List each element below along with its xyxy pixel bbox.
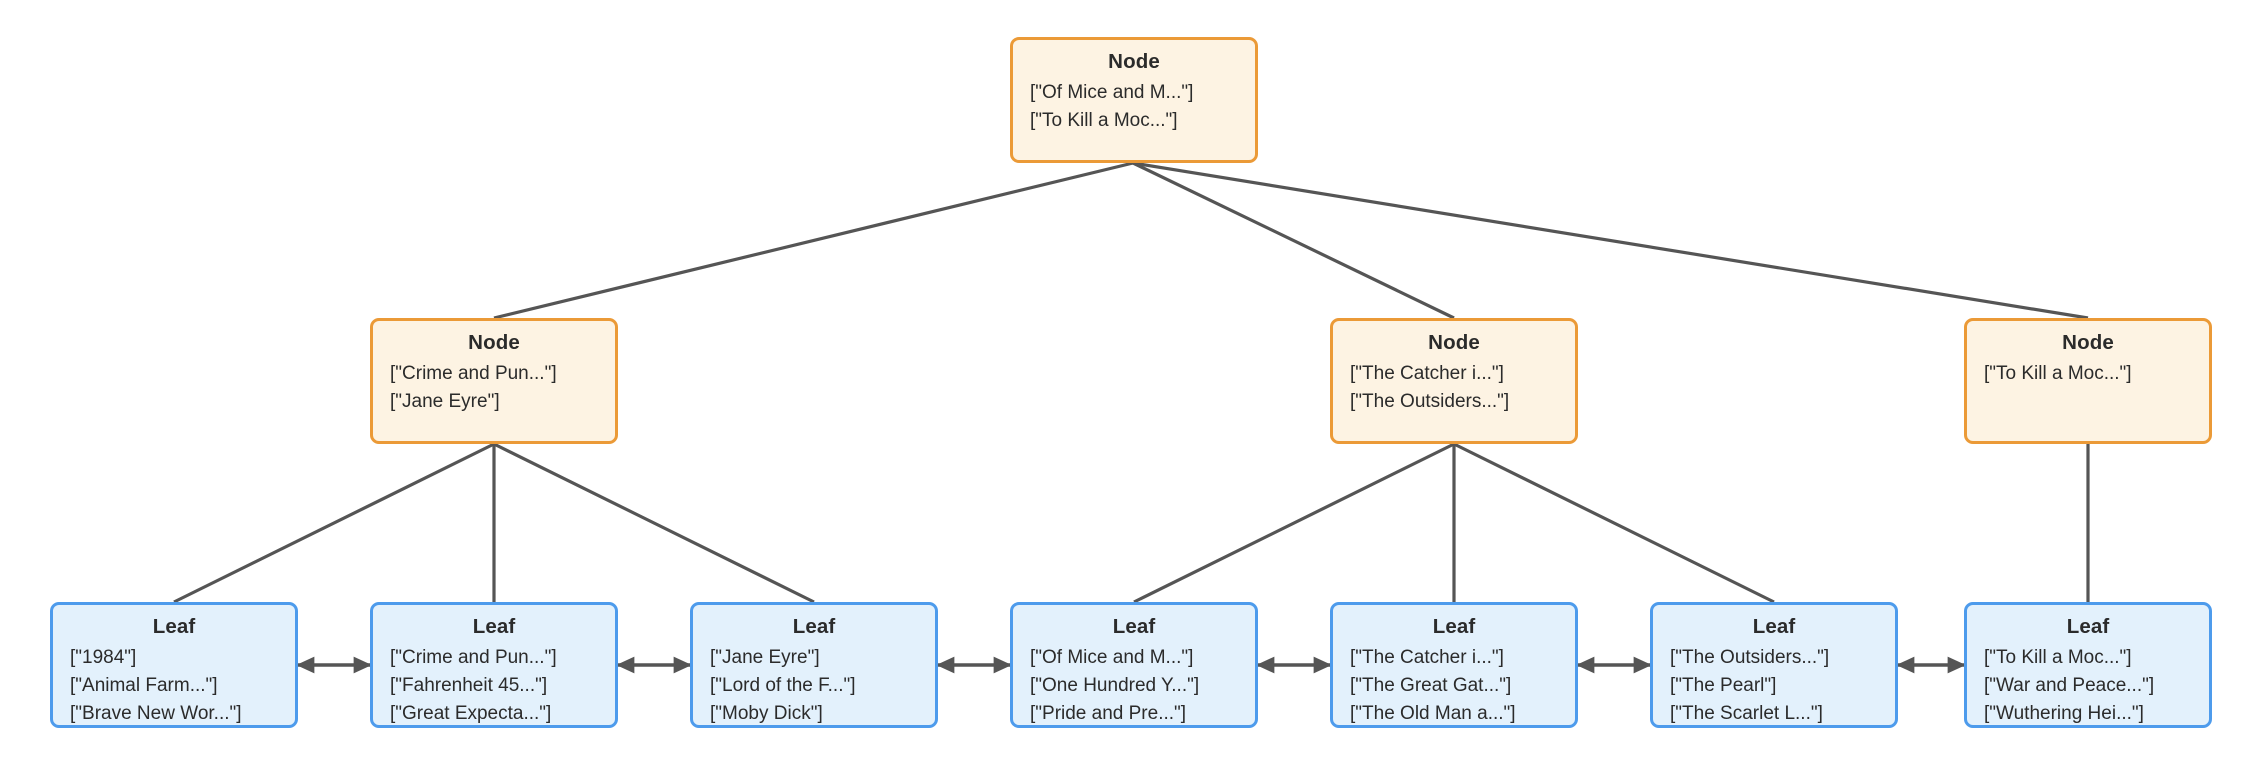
- internal-node-0[interactable]: Node ["Crime and Pun..."] ["Jane Eyre"]: [370, 318, 618, 444]
- leaf-node-5-key: ["The Scarlet L..."]: [1670, 703, 1823, 725]
- leaf-node-3-key: ["One Hundred Y..."]: [1030, 675, 1200, 697]
- leaf-node-0-key: ["Animal Farm..."]: [70, 675, 218, 697]
- leaf-node-4-key: ["The Old Man a..."]: [1350, 703, 1516, 725]
- leaf-node-3[interactable]: Leaf ["Of Mice and M..."] ["One Hundred Y.…: [1010, 602, 1258, 728]
- leaf-node-4-key: ["The Catcher i..."]: [1350, 647, 1504, 669]
- root-node-title: Node: [1108, 50, 1160, 73]
- root-node-key: ["To Kill a Moc..."]: [1030, 110, 1178, 132]
- internal-node-2[interactable]: Node ["To Kill a Moc..."]: [1964, 318, 2212, 444]
- internal-node-2-title: Node: [2062, 331, 2114, 354]
- leaf-node-0[interactable]: Leaf ["1984"] ["Animal Farm..."] ["Brave Ne…: [50, 602, 298, 728]
- root-node-key: ["Of Mice and M..."]: [1030, 82, 1194, 104]
- leaf-node-5-title: Leaf: [1752, 615, 1796, 638]
- internal-node-1-key: ["The Outsiders..."]: [1350, 391, 1510, 413]
- leaf-node-1-key: ["Fahrenheit 45..."]: [390, 675, 548, 697]
- leaf-node-0-title: Leaf: [152, 615, 196, 638]
- leaf-node-1-key: ["Great Expecta..."]: [390, 703, 552, 725]
- internal-node-1-keys: ["The Catcher i..."] ["The Outsiders..."]: [1333, 360, 1575, 416]
- leaf-node-5-key: ["The Outsiders..."]: [1670, 647, 1830, 669]
- internal-node-1-title: Node: [1428, 331, 1480, 354]
- internal-node-2-key: ["To Kill a Moc..."]: [1984, 363, 2132, 385]
- leaf-node-5[interactable]: Leaf["The Outsiders..."]["The Pearl"]["T…: [1650, 602, 1898, 728]
- leaf-node-5-keys: ["The Outsiders..."] ["The Pearl"] ["The S…: [1653, 644, 1895, 728]
- leaf-node-4-keys: ["The Catcher i..."] ["The Great Gat..."]…: [1333, 644, 1575, 728]
- leaf-node-3-keys: ["Of Mice and M..."] ["One Hundred Y..."]…: [1013, 644, 1255, 728]
- leaf-node-6-title: Leaf: [2066, 615, 2110, 638]
- leaf-node-2-key: ["Moby Dick"]: [710, 703, 823, 725]
- tree-edge-root-to-internal-2: [1132, 161, 2089, 320]
- internal-node-0-keys: ["Crime and Pun..."] ["Jane Eyre"]: [373, 360, 615, 416]
- leaf-node-3-key: ["Of Mice and M..."]: [1030, 647, 1194, 669]
- leaf-node-1-key: ["Crime and Pun..."]: [390, 647, 557, 669]
- leaf-node-6-keys: ["To Kill a Moc..."] ["War and Peace..."]…: [1967, 644, 2209, 728]
- leaf-node-4-key: ["The Great Gat..."]: [1350, 675, 1512, 697]
- tree-edge-root-to-internal-1: [1132, 161, 1455, 320]
- leaf-node-6-key: ["To Kill a Moc..."]: [1984, 647, 2132, 669]
- leaf-node-5-key: ["The Pearl"]: [1670, 675, 1777, 697]
- leaf-node-4[interactable]: Leaf ["The Catcher i..."] ["The Great Gat.…: [1330, 602, 1578, 728]
- leaf-node-1[interactable]: Leaf ["Crime and Pun..."] ["Fahrenheit 45.…: [370, 602, 618, 728]
- leaf-node-6-key: ["Wuthering Hei..."]: [1984, 703, 2144, 725]
- internal-node-1-key: ["The Catcher i..."]: [1350, 363, 1504, 385]
- internal-node-0-title: Node: [468, 331, 520, 354]
- leaf-node-2-key: ["Jane Eyre"]: [710, 647, 820, 669]
- tree-edge-internal-1-to-leaf-3: [1133, 442, 1455, 604]
- leaf-node-6[interactable]: Leaf ["To Kill a Moc..."] ["War and Peace.…: [1964, 602, 2212, 728]
- leaf-node-1-title: Leaf: [472, 615, 516, 638]
- tree-edge-internal-0-to-leaf-0: [173, 442, 495, 604]
- internal-node-1[interactable]: Node ["The Catcher i..."] ["The Outsiders.…: [1330, 318, 1578, 444]
- internal-node-2-keys: ["To Kill a Moc..."]: [1967, 360, 2209, 388]
- root-node[interactable]: Node ["Of Mice and M..."] ["To Kill a Moc.…: [1010, 37, 1258, 163]
- tree-edge-root-to-internal-0: [493, 161, 1134, 320]
- leaf-node-3-title: Leaf: [1112, 615, 1156, 638]
- leaf-node-2-keys: ["Jane Eyre"] ["Lord of the F..."] ["Moby …: [693, 644, 935, 728]
- leaf-node-6-key: ["War and Peace..."]: [1984, 675, 2155, 697]
- leaf-node-0-keys: ["1984"] ["Animal Farm..."] ["Brave New Wo…: [53, 644, 295, 728]
- leaf-node-4-title: Leaf: [1432, 615, 1476, 638]
- internal-node-0-key: ["Crime and Pun..."]: [390, 363, 557, 385]
- root-node-keys: ["Of Mice and M..."] ["To Kill a Moc..."]: [1013, 79, 1255, 135]
- leaf-node-2-key: ["Lord of the F..."]: [710, 675, 856, 697]
- tree-edge-internal-0-to-leaf-2: [493, 442, 815, 604]
- tree-edge-internal-1-to-leaf-5: [1453, 442, 1775, 604]
- leaf-node-3-key: ["Pride and Pre..."]: [1030, 703, 1187, 725]
- leaf-node-0-key: ["1984"]: [70, 647, 137, 669]
- leaf-node-0-key: ["Brave New Wor..."]: [70, 703, 242, 725]
- internal-node-0-key: ["Jane Eyre"]: [390, 391, 500, 413]
- leaf-node-2[interactable]: Leaf ["Jane Eyre"] ["Lord of the F..."] ["M…: [690, 602, 938, 728]
- leaf-node-1-keys: ["Crime and Pun..."] ["Fahrenheit 45..."]…: [373, 644, 615, 728]
- leaf-node-2-title: Leaf: [792, 615, 836, 638]
